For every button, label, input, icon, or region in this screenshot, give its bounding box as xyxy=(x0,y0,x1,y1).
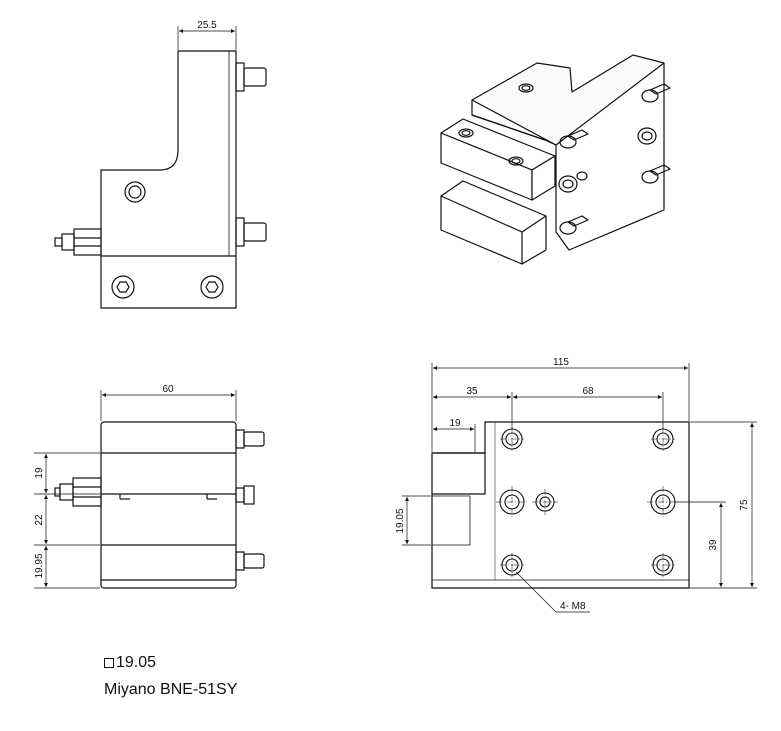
plan-view xyxy=(431,421,690,589)
isometric-view xyxy=(440,54,671,265)
square-icon xyxy=(104,658,114,668)
front-view-dimensions xyxy=(34,390,237,589)
thread-note: 4- M8 xyxy=(560,601,586,612)
dim-front-h2: 22 xyxy=(34,514,45,526)
dim-plan-a: 35 xyxy=(466,386,478,397)
front-view xyxy=(54,421,265,589)
dim-plan-height: 75 xyxy=(739,499,750,511)
plan-view-dimensions xyxy=(402,363,757,613)
dim-front-width: 60 xyxy=(162,384,174,395)
shank-size-value: 19.05 xyxy=(116,654,157,671)
side-view xyxy=(54,50,267,309)
dim-plan-b: 68 xyxy=(582,386,594,397)
dim-plan-total: 115 xyxy=(553,357,569,368)
plan-centerlines xyxy=(496,427,679,577)
dim-front-h1: 19 xyxy=(34,467,45,479)
shank-size-label: 19.05 xyxy=(104,654,156,672)
dim-plan-c: 19 xyxy=(449,418,461,429)
dim-plan-hole: 39 xyxy=(708,539,719,551)
dim-plan-slot: 19.05 xyxy=(395,508,406,533)
dim-top-width: 25.5 xyxy=(197,20,217,31)
dim-front-h3: 19.95 xyxy=(34,553,45,578)
side-view-dimension: 25.5 xyxy=(177,20,237,50)
model-label: Miyano BNE-51SY xyxy=(104,681,238,698)
